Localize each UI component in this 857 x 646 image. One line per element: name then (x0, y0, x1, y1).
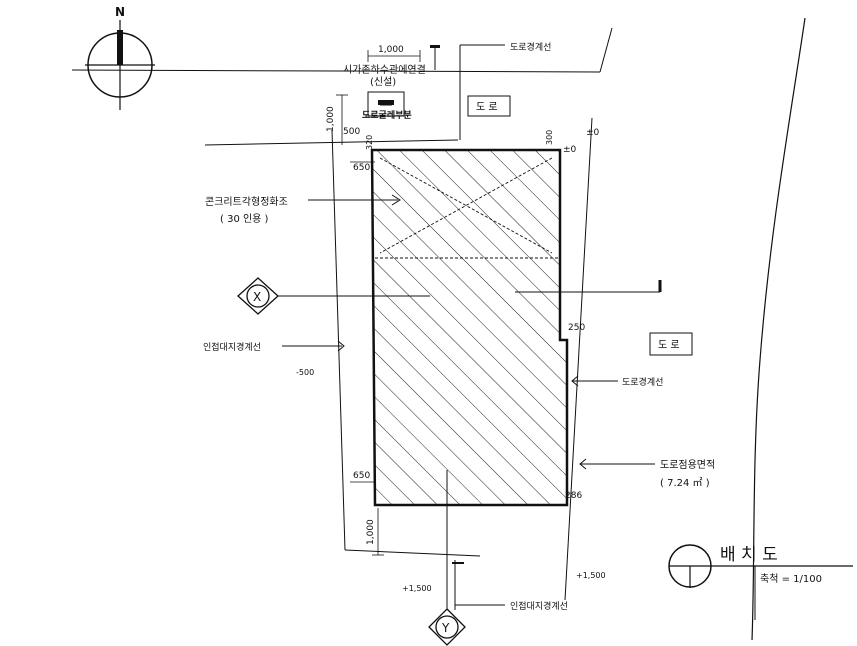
adjacent-boundary-left-label: 인접대지경계선 (203, 341, 261, 353)
dim-minus-500: -500 (296, 368, 314, 377)
road-boundary-top: 도로경계선 (459, 41, 551, 140)
road-edge-lines (71, 27, 613, 146)
road-area-leader: 도로점용면적 ( 7.24 ㎡ ) (579, 458, 715, 489)
section-y-line (446, 470, 464, 610)
road-area-value: ( 7.24 ㎡ ) (660, 477, 710, 489)
road-boundary-right-label: 도로경계선 (622, 376, 663, 388)
dimension-left-height: 1,000 (326, 94, 348, 145)
dim-pm0-a: ±0 (586, 128, 600, 138)
dim-plus-1500-left: +1,500 (402, 584, 432, 593)
septic-tank-leader: 콘크리트각형정화조 ( 30 인용 ) (205, 194, 401, 225)
dim-650-bottom: 650 (353, 471, 370, 481)
adjacent-boundary-bottom-label: 인접대지경계선 (510, 600, 568, 612)
dimension-bottom-height: 1,000 (366, 508, 384, 556)
road-top-box (467, 95, 511, 117)
drawing-title: 배 치 도 (720, 545, 778, 565)
dim-pm0-b: ±0 (563, 145, 577, 155)
dimension-top-width: 1,000 (367, 45, 421, 62)
road-boundary-top-label: 도로경계선 (510, 41, 551, 53)
road-curve-line (751, 17, 806, 641)
dim-286: 286 (565, 491, 582, 501)
north-arrow-icon: N (85, 5, 155, 110)
adjacent-boundary-bottom: 인접대지경계선 (455, 600, 568, 612)
dim-320: 320 (365, 135, 374, 150)
building-outline (370, 148, 569, 507)
road-boundary-right: 도로경계선 (571, 375, 663, 388)
dim-bottom-height-text: 1,000 (366, 519, 376, 545)
sewer-new-label: (신설) (370, 76, 396, 88)
sewer-connection-label: 시가존하수관에연결 (343, 63, 426, 76)
road-top-label: 도 로 (476, 102, 498, 113)
section-y-label: Y (441, 621, 450, 635)
septic-tank-label: 콘크리트각형정화조 (205, 196, 288, 208)
road-right-box (649, 332, 693, 356)
adjacent-boundary-left: 인접대지경계선 (203, 340, 345, 353)
drawing-scale: 축척 = 1/100 (760, 573, 822, 585)
road-curb-label: 도로굴레부분 (362, 109, 412, 121)
north-label: N (115, 5, 125, 19)
manhole-box (367, 91, 405, 117)
section-cut-mark-top (430, 45, 440, 48)
dim-left-height-text: 1,000 (326, 106, 336, 132)
dim-plus-1500-right: +1,500 (576, 571, 606, 580)
dim-300: 300 (545, 130, 554, 145)
section-x-label: X (253, 290, 261, 304)
section-x-marker: X (237, 277, 662, 315)
road-right-label: 도 로 (658, 340, 680, 351)
dim-top-width-text: 1,000 (378, 45, 404, 55)
road-area-label: 도로점용면적 (660, 459, 715, 471)
title-block: 배 치 도 축척 = 1/100 (668, 544, 853, 620)
septic-capacity-label: ( 30 인용 ) (220, 213, 269, 225)
dim-650-top: 650 (353, 163, 370, 173)
dim-250: 250 (568, 323, 585, 333)
dim-offset-500: 500 (343, 127, 360, 137)
section-y-marker: Y (428, 608, 466, 646)
